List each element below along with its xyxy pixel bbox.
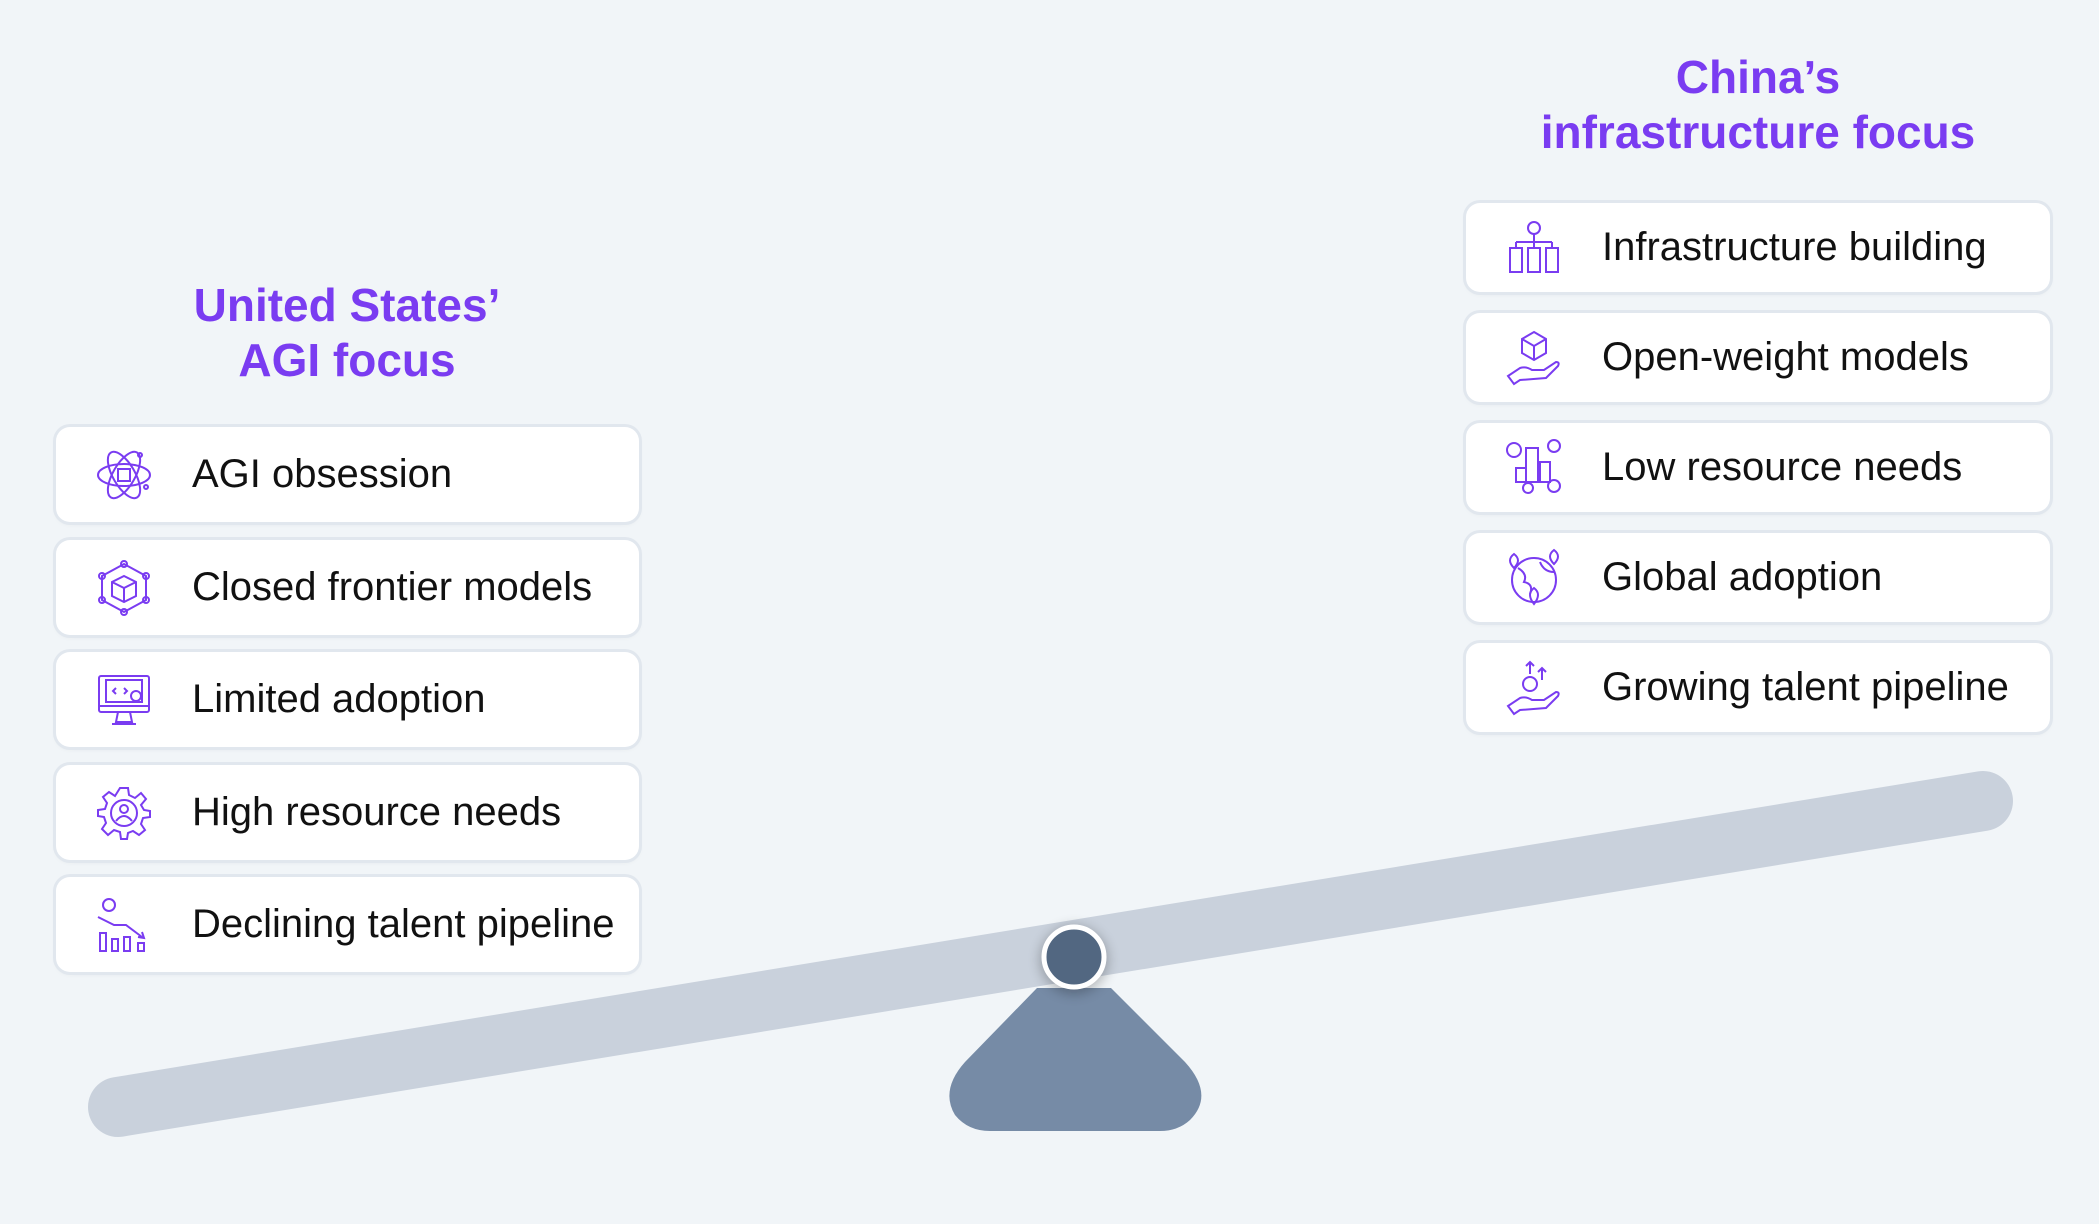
china-item-growing-talent-pipeline: Growing talent pipeline bbox=[1466, 643, 2050, 732]
item-label: Open-weight models bbox=[1602, 335, 1969, 379]
us-title: United States’ AGI focus bbox=[0, 278, 697, 388]
city-resources-icon bbox=[1504, 438, 1564, 498]
item-label: Infrastructure building bbox=[1602, 225, 1987, 269]
china-item-low-resource-needs: Low resource needs bbox=[1466, 423, 2050, 512]
us-item-limited-adoption: Limited adoption bbox=[56, 652, 639, 747]
seesaw-base bbox=[949, 988, 1202, 1131]
us-item-closed-frontier-models: Closed frontier models bbox=[56, 540, 639, 635]
globe-pins-icon bbox=[1504, 548, 1564, 608]
item-label: High resource needs bbox=[192, 790, 562, 834]
item-label: AGI obsession bbox=[192, 452, 453, 496]
item-label: Limited adoption bbox=[192, 677, 486, 721]
hand-cube-icon bbox=[1504, 328, 1564, 388]
us-title-line2: AGI focus bbox=[238, 334, 456, 386]
china-item-open-weight-models: Open-weight models bbox=[1466, 313, 2050, 402]
china-item-global-adoption: Global adoption bbox=[1466, 533, 2050, 622]
china-title-line2: infrastructure focus bbox=[1540, 106, 1976, 158]
gear-servers-icon bbox=[1504, 218, 1564, 278]
monitor-code-icon bbox=[94, 670, 154, 730]
china-title-line1: China’s bbox=[1675, 51, 1841, 103]
us-item-high-resource-needs: High resource needs bbox=[56, 765, 639, 860]
atom-chip-icon bbox=[94, 445, 154, 505]
seesaw-pivot bbox=[1041, 924, 1107, 990]
network-cube-icon bbox=[94, 558, 154, 618]
china-title: China’s infrastructure focus bbox=[1408, 50, 2099, 160]
declining-chart-dollar-icon bbox=[94, 895, 154, 955]
us-item-declining-talent-pipeline: Declining talent pipeline bbox=[56, 877, 639, 972]
us-title-line1: United States’ bbox=[193, 279, 501, 331]
gear-person-icon bbox=[94, 783, 154, 843]
china-item-infrastructure-building: Infrastructure building bbox=[1466, 203, 2050, 292]
item-label: Closed frontier models bbox=[192, 565, 593, 609]
us-item-agi-obsession: AGI obsession bbox=[56, 427, 639, 522]
item-label: Declining talent pipeline bbox=[192, 902, 615, 946]
item-label: Global adoption bbox=[1602, 555, 1883, 599]
hand-dollar-growth-icon bbox=[1504, 658, 1564, 718]
item-label: Growing talent pipeline bbox=[1602, 665, 2009, 709]
item-label: Low resource needs bbox=[1602, 445, 1963, 489]
